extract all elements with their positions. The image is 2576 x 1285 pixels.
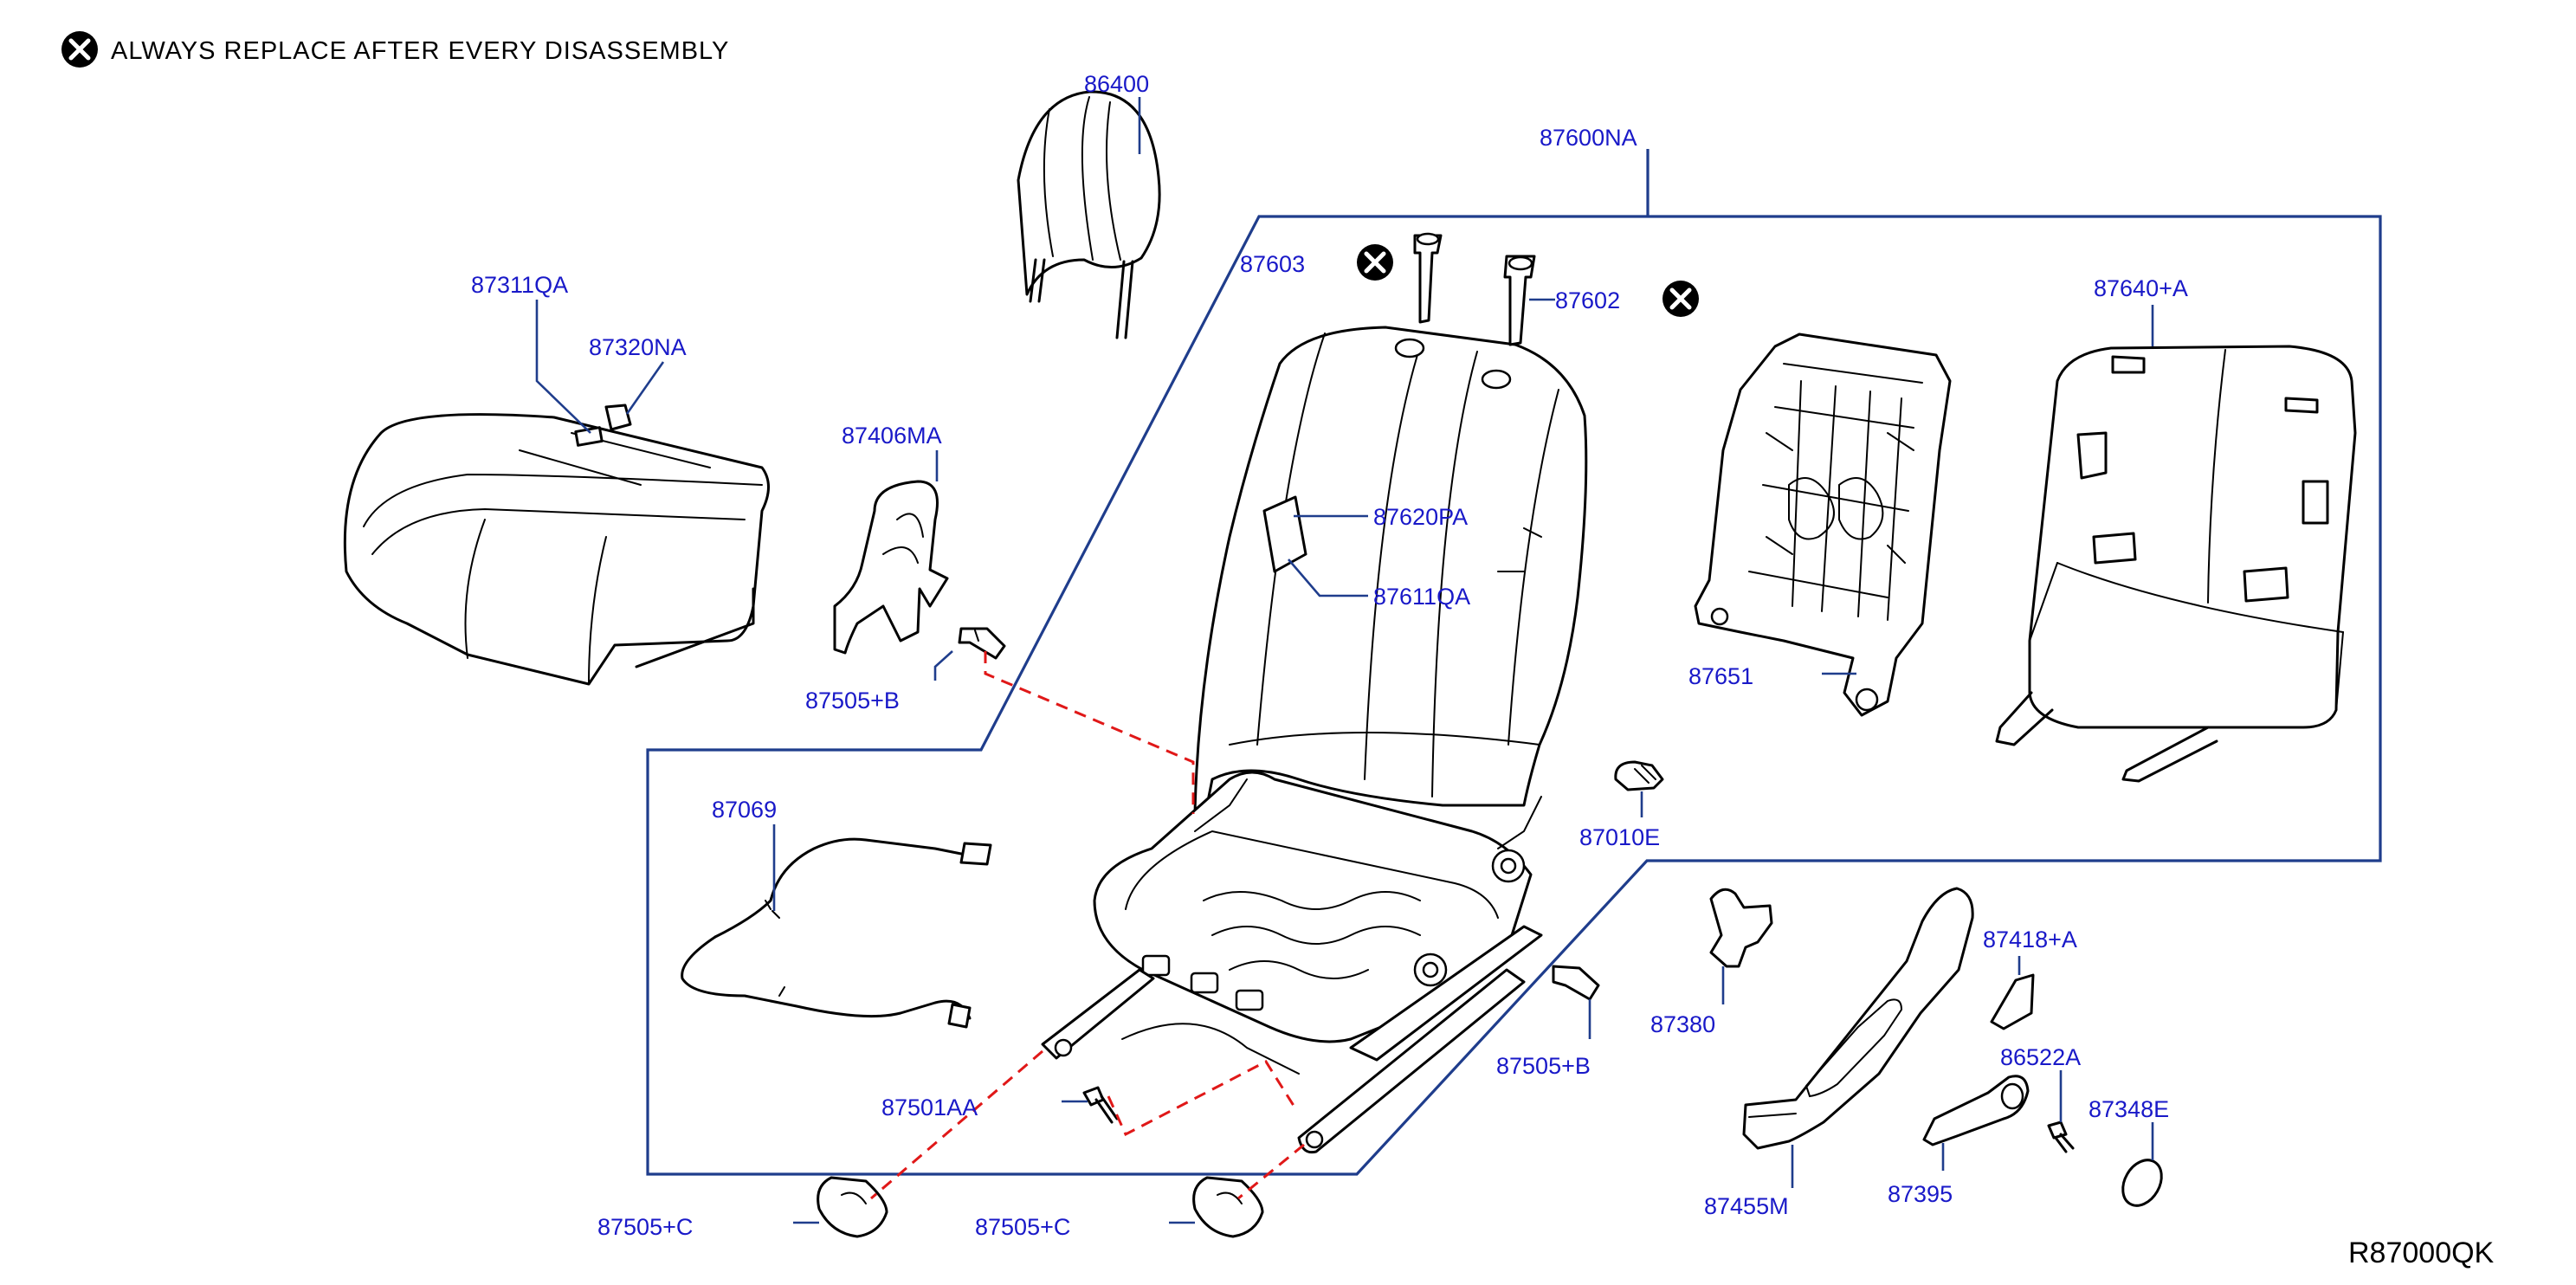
label-87505C-right: 87505+C bbox=[975, 1214, 1070, 1240]
seat-tracks bbox=[1041, 925, 1543, 1154]
x-circle-icon bbox=[1357, 244, 1393, 281]
cover-87418A bbox=[1990, 973, 2035, 1030]
foot-cover-87505C-right bbox=[1192, 1176, 1264, 1238]
knob-87395 bbox=[1922, 1075, 2030, 1146]
legend: ALWAYS REPLACE AFTER EVERY DISASSEMBLY bbox=[61, 31, 729, 68]
label-87455M: 87455M bbox=[1704, 1193, 1789, 1219]
bracket-87380 bbox=[1709, 888, 1773, 968]
side-finisher-87455M bbox=[1742, 887, 1974, 1150]
wire-harness bbox=[681, 837, 992, 1029]
seat-back-board bbox=[1995, 345, 2357, 783]
label-87501AA: 87501AA bbox=[881, 1095, 978, 1120]
clip-87505B-right bbox=[1552, 965, 1600, 1001]
label-87418A: 87418+A bbox=[1983, 927, 2077, 952]
legend-text: ALWAYS REPLACE AFTER EVERY DISASSEMBLY bbox=[111, 37, 729, 65]
foot-cover-87505C-left bbox=[817, 1176, 888, 1238]
label-87603: 87603 bbox=[1240, 251, 1305, 277]
label-87311QA: 87311QA bbox=[471, 272, 568, 298]
label-87620PA: 87620PA bbox=[1373, 504, 1468, 530]
label-87406MA: 87406MA bbox=[842, 423, 942, 449]
leader-87611QA bbox=[1288, 559, 1368, 597]
x-circle-icon bbox=[1662, 281, 1699, 317]
label-87611QA: 87611QA bbox=[1373, 584, 1470, 610]
seat-side-trim bbox=[833, 480, 949, 655]
leader-87505B-left bbox=[933, 650, 953, 681]
label-87602: 87602 bbox=[1555, 287, 1620, 313]
label-87651: 87651 bbox=[1688, 663, 1753, 689]
bolt-87501AA bbox=[1082, 1086, 1119, 1124]
cap-87348E bbox=[2121, 1159, 2163, 1207]
label-87640A: 87640+A bbox=[2094, 275, 2188, 301]
label-86400: 86400 bbox=[1084, 71, 1149, 97]
label-87069: 87069 bbox=[712, 797, 777, 823]
part-labels: 86400 87600NA 87603 87602 87311QA 87320N… bbox=[471, 71, 2188, 1240]
label-87320NA: 87320NA bbox=[589, 334, 687, 360]
x-circle-icon bbox=[61, 31, 98, 68]
seat-back-frame bbox=[1694, 333, 1952, 717]
clip-87010E bbox=[1614, 760, 1664, 791]
leader-87320NA bbox=[625, 361, 665, 415]
headrest-guide-87602 bbox=[1503, 255, 1536, 346]
diagram-code: R87000QK bbox=[2348, 1237, 2495, 1269]
label-87010E: 87010E bbox=[1579, 824, 1660, 850]
assembly-frame bbox=[646, 215, 2382, 1176]
label-86522A: 86522A bbox=[2000, 1044, 2081, 1070]
dashed-connectors bbox=[870, 651, 1305, 1200]
seat-back bbox=[1193, 326, 1588, 868]
clip-87505B-left bbox=[958, 627, 1006, 660]
label-87380: 87380 bbox=[1650, 1011, 1715, 1037]
headrest bbox=[1017, 90, 1161, 339]
leader-87311QA bbox=[535, 300, 591, 434]
seat-cushion-frame bbox=[1093, 771, 1542, 1043]
seat-cushion-cover bbox=[343, 404, 770, 686]
label-87505C-left: 87505+C bbox=[597, 1214, 693, 1240]
label-87505B-right: 87505+B bbox=[1496, 1053, 1591, 1079]
screw-86522A bbox=[2047, 1120, 2075, 1153]
label-87600NA: 87600NA bbox=[1540, 125, 1637, 151]
headrest-guide-87603 bbox=[1413, 232, 1443, 324]
label-87348E: 87348E bbox=[2089, 1096, 2169, 1122]
label-87505B-left: 87505+B bbox=[805, 688, 900, 714]
label-87395: 87395 bbox=[1888, 1181, 1953, 1207]
